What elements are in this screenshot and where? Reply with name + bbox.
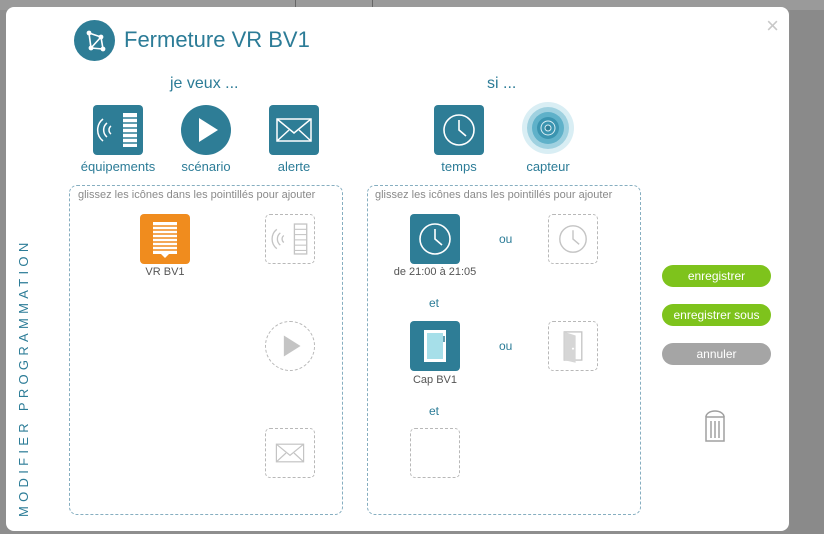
conditions-heading: si ... xyxy=(487,75,517,92)
cancel-button[interactable]: annuler xyxy=(662,343,771,365)
app-logo-icon xyxy=(74,20,115,61)
tool-label: alerte xyxy=(277,159,311,174)
and-label: et xyxy=(429,296,440,310)
empty-condition-slot[interactable] xyxy=(410,428,460,478)
condition-sensor-label: Cap BV1 xyxy=(412,374,458,386)
side-label: MODIFIER PROGRAMMATION xyxy=(16,238,31,517)
conditions-drop-zone[interactable] xyxy=(367,185,641,515)
background-divider xyxy=(295,0,296,8)
tool-equipements[interactable]: équipements xyxy=(80,105,156,174)
empty-sensor-slot[interactable] xyxy=(548,321,598,371)
clock-icon xyxy=(419,223,451,255)
or-label: ou xyxy=(499,232,513,246)
tool-temps[interactable]: temps xyxy=(433,105,485,174)
clock-icon xyxy=(434,105,484,155)
tool-label: scénario xyxy=(181,159,231,174)
or-label: ou xyxy=(499,339,513,353)
clock-icon xyxy=(559,225,587,253)
background-panel xyxy=(790,10,824,534)
item-vr-bv1[interactable] xyxy=(140,214,190,264)
door-sensor-icon xyxy=(424,330,446,362)
tool-alerte[interactable]: alerte xyxy=(264,105,324,174)
empty-equipment-slot[interactable] xyxy=(265,214,315,264)
roller-shutter-icon xyxy=(153,222,177,258)
play-icon xyxy=(283,335,301,357)
programming-dialog: × Fermeture VR BV1 MODIFIER PROGRAMMATIO… xyxy=(6,7,789,531)
sensor-icon xyxy=(521,101,575,155)
item-label: VR BV1 xyxy=(145,266,185,278)
tool-scenario[interactable]: scénario xyxy=(175,105,237,174)
trash-icon[interactable] xyxy=(703,409,727,448)
save-button[interactable]: enregistrer xyxy=(662,265,771,287)
save-as-button[interactable]: enregistrer sous xyxy=(662,304,771,326)
condition-time-label: de 21:00 à 21:05 xyxy=(393,266,477,278)
actions-hint: glissez les icônes dans les pointillés p… xyxy=(78,189,316,201)
mail-icon xyxy=(269,105,319,155)
empty-time-slot[interactable] xyxy=(548,214,598,264)
tool-label: capteur xyxy=(526,159,570,174)
page-title: Fermeture VR BV1 xyxy=(124,27,310,52)
play-icon xyxy=(181,105,231,155)
condition-time[interactable] xyxy=(410,214,460,264)
tool-label: temps xyxy=(441,159,477,174)
close-icon[interactable]: × xyxy=(766,13,779,38)
background-bar xyxy=(0,0,824,10)
background-divider xyxy=(372,0,373,8)
empty-scenario-slot[interactable] xyxy=(265,321,315,371)
tool-capteur[interactable]: capteur xyxy=(518,101,578,174)
equipment-icon xyxy=(271,223,308,255)
actions-drop-zone[interactable] xyxy=(69,185,343,515)
equipment-icon xyxy=(93,105,143,155)
door-icon xyxy=(563,331,583,363)
condition-sensor[interactable] xyxy=(410,321,460,371)
and-label: et xyxy=(429,404,440,418)
tool-label: équipements xyxy=(80,159,156,174)
conditions-hint: glissez les icônes dans les pointillés p… xyxy=(375,189,613,201)
mail-icon xyxy=(275,443,305,463)
actions-heading: je veux ... xyxy=(170,75,239,92)
empty-alert-slot[interactable] xyxy=(265,428,315,478)
